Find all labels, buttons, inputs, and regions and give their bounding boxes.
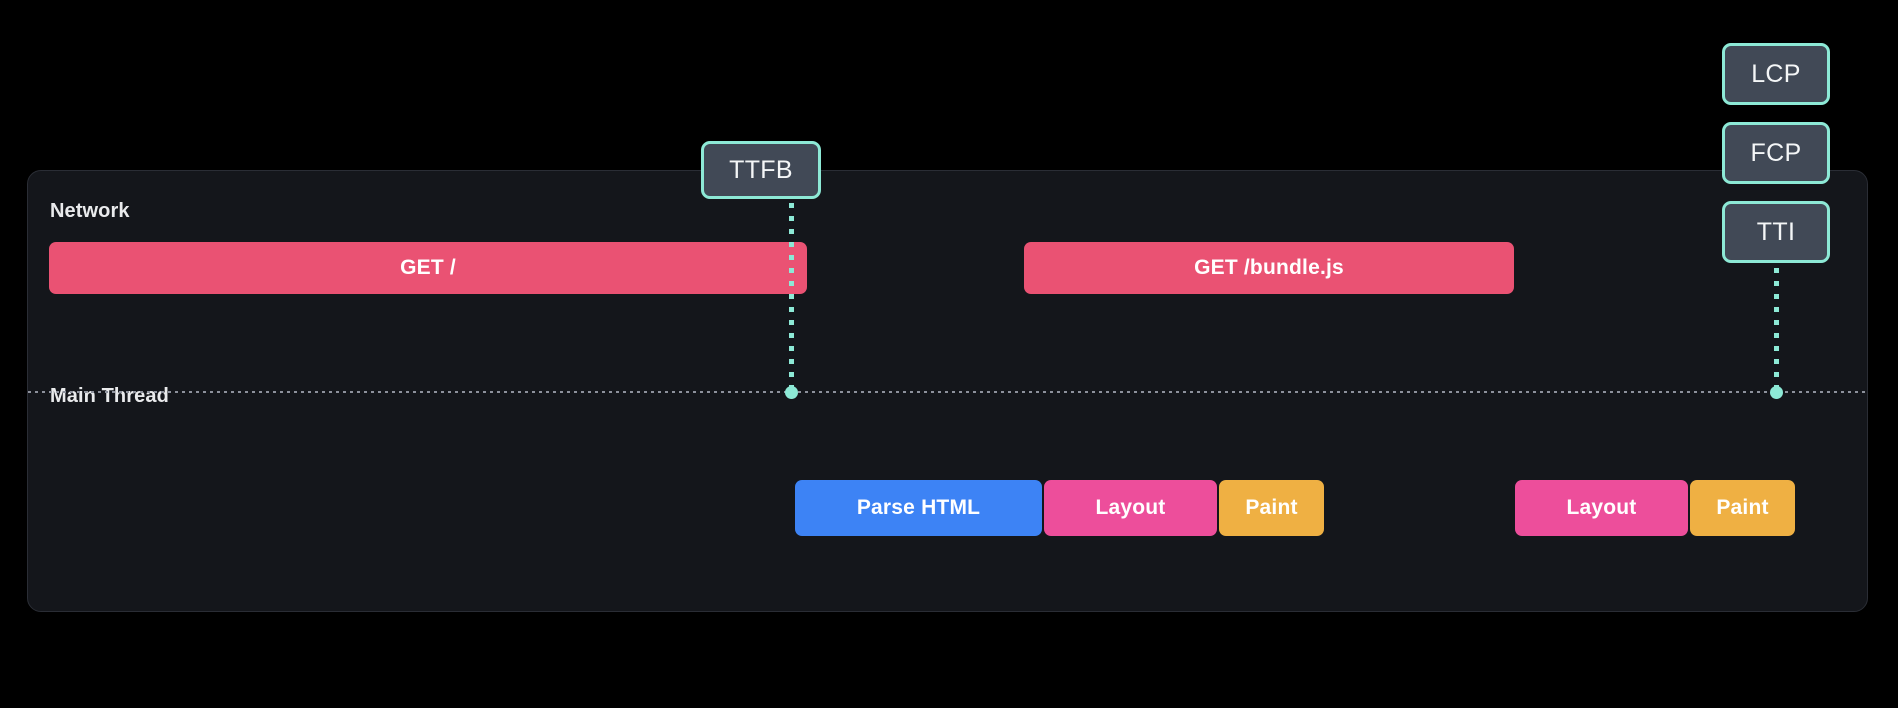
ttfb-guide-line xyxy=(789,203,794,391)
metric-marker-ttfb[interactable]: TTFB xyxy=(701,141,821,199)
lane-label-main-thread: Main Thread xyxy=(50,385,169,407)
ttfb-guide-dot xyxy=(785,386,798,399)
main-thread-task-bar[interactable]: Parse HTML xyxy=(795,480,1042,536)
metric-marker-tti[interactable]: TTI xyxy=(1722,201,1830,263)
main-thread-task-bar[interactable]: Paint xyxy=(1219,480,1324,536)
lane-label-network: Network xyxy=(50,200,130,222)
lane-divider xyxy=(28,391,1867,393)
main-thread-task-bar[interactable]: Paint xyxy=(1690,480,1795,536)
network-request-bar[interactable]: GET /bundle.js xyxy=(1024,242,1514,294)
metric-marker-fcp[interactable]: FCP xyxy=(1722,122,1830,184)
main-thread-task-bar[interactable]: Layout xyxy=(1515,480,1688,536)
tti-guide-dot xyxy=(1770,386,1783,399)
main-thread-task-bar[interactable]: Layout xyxy=(1044,480,1217,536)
tti-guide-line xyxy=(1774,268,1779,391)
network-request-bar[interactable]: GET / xyxy=(49,242,807,294)
metric-marker-lcp[interactable]: LCP xyxy=(1722,43,1830,105)
